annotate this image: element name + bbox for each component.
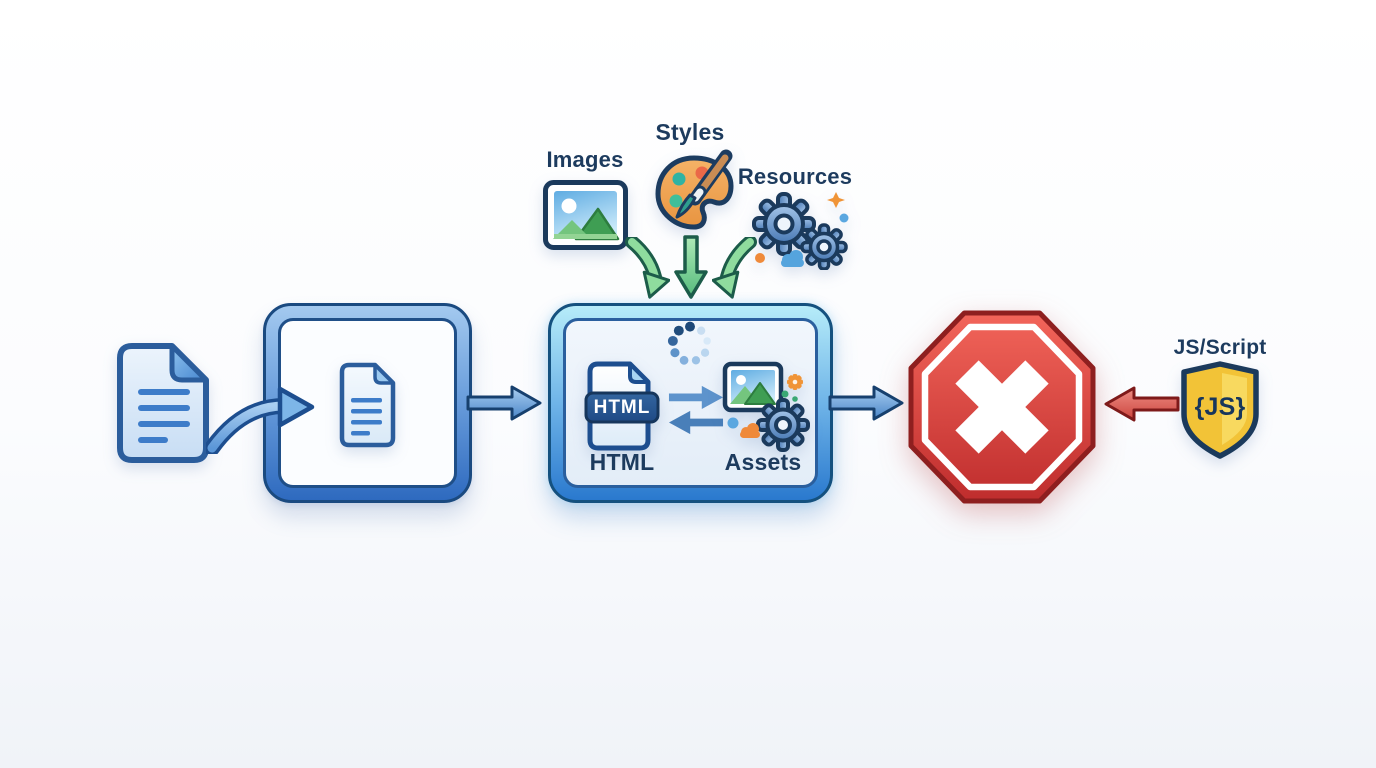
js-shield-icon (1179, 360, 1261, 465)
html-badge: HTML (593, 397, 651, 418)
blocked-arrow-icon (1102, 385, 1180, 428)
styles-label: Styles (655, 119, 725, 145)
loading-spinner-icon (666, 320, 714, 373)
document-icon (116, 341, 212, 470)
assets-label: Assets (724, 449, 802, 475)
html-file-icon (584, 360, 660, 457)
small-document-icon (337, 362, 397, 453)
flow-arrow-2-icon (828, 383, 906, 428)
stop-sign-icon (902, 304, 1102, 515)
flow-arrow-1-icon (466, 383, 544, 428)
html-label: HTML (589, 449, 655, 475)
curved-flow-arrow-icon (204, 380, 318, 459)
green-down-arrow-middle-icon (672, 234, 710, 307)
paint-palette-icon (650, 148, 738, 241)
picture-icon (542, 179, 629, 256)
green-down-arrow-right-icon (711, 235, 758, 310)
js-badge: {JS} (1194, 393, 1246, 421)
js-script-label: JS/Script (1173, 336, 1267, 359)
assets-picture-gear-icon (713, 358, 819, 457)
resources-label: Resources (737, 164, 853, 189)
sync-arrows-icon (665, 381, 727, 442)
gears-icon (748, 190, 850, 275)
images-label: Images (546, 147, 624, 172)
green-down-arrow-left-icon (624, 235, 671, 310)
